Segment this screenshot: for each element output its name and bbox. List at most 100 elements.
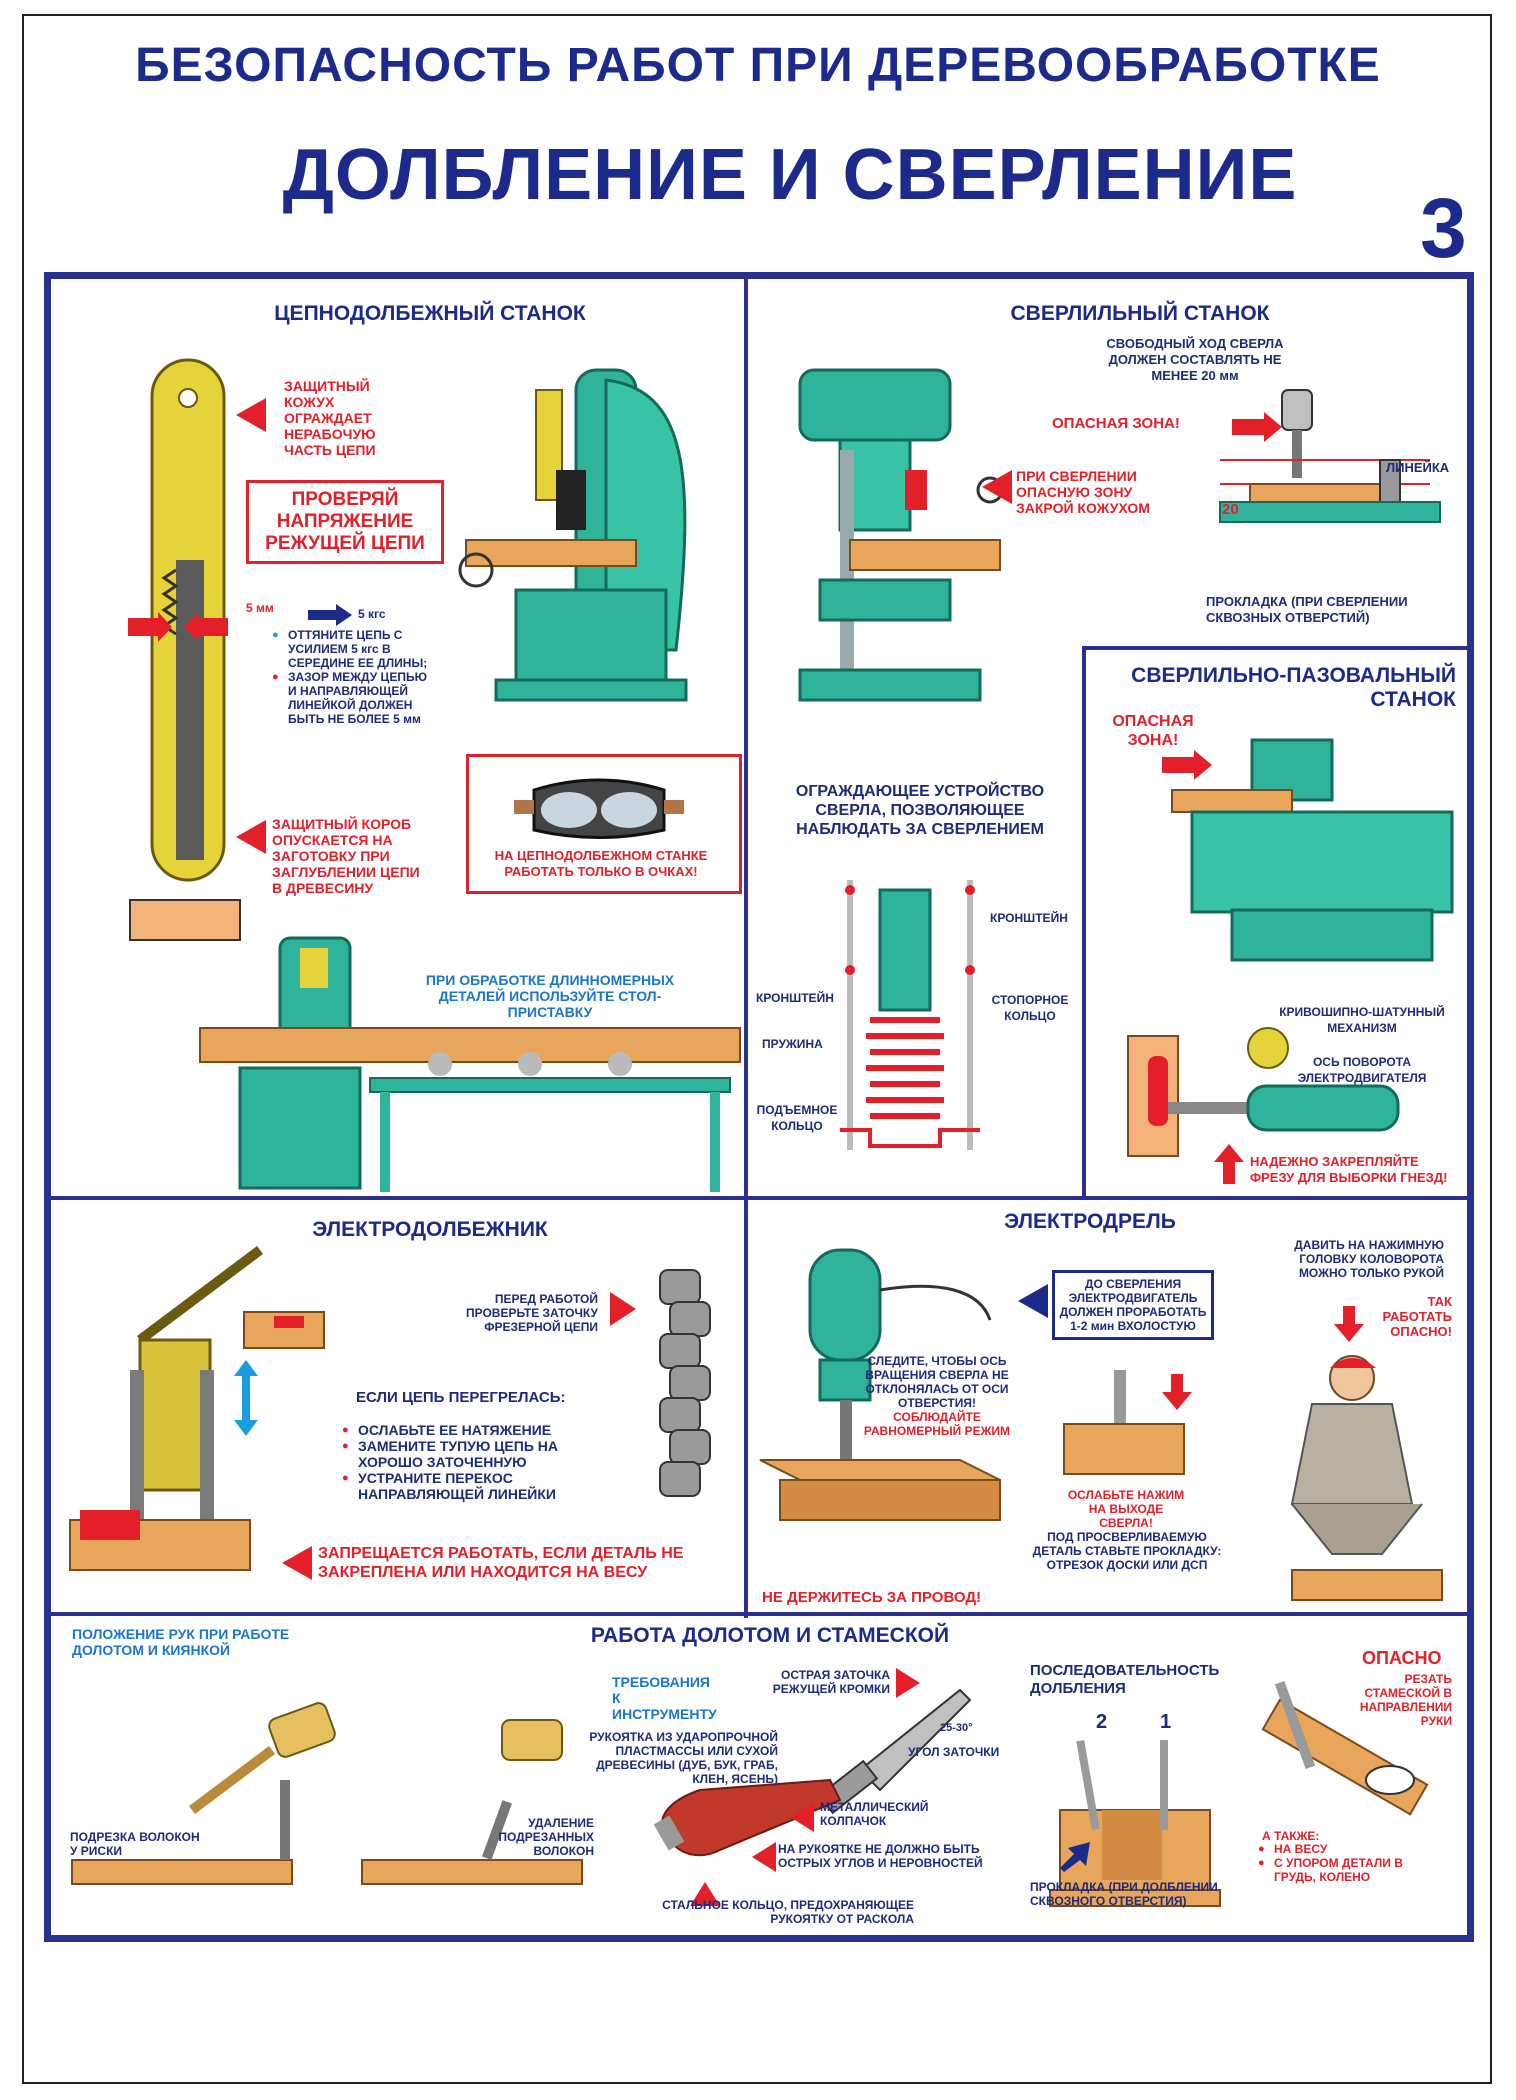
poster-title: БЕЗОПАСНОСТЬ РАБОТ ПРИ ДЕРЕВООБРАБОТКЕ — [135, 39, 1381, 92]
wood-block-icon — [243, 1311, 325, 1349]
drill-guard-illustration — [840, 880, 980, 1150]
kneeling-worker-illustration — [1290, 1355, 1443, 1601]
wire-note: НЕ ДЕРЖИТЕСЬ ЗА ПРОВОД! — [762, 1589, 982, 1606]
arrow-right-danger-1 — [1232, 412, 1282, 442]
handle-note: РУКОЯТКА ИЗ УДАРОПРОЧНОЙ ПЛАСТМАССЫ ИЛИ … — [589, 1730, 778, 1786]
slot-cutter-detail — [1127, 1027, 1400, 1157]
tip-2: ЗАЗОР МЕЖДУ ЦЕПЬЮ И НАПРАВЛЯЮЩЕЙ ЛИНЕЙКО… — [272, 670, 432, 726]
ease-note: ОСЛАБЬТЕ НАЖИМ НА ВЫХОДЕ СВЕРЛА! — [1067, 1488, 1185, 1530]
mortiser-with-table — [199, 936, 741, 1192]
also-item-1: НА ВЕСУ — [1258, 1842, 1428, 1856]
slot-drill-machine — [1171, 738, 1454, 962]
lift-ring-label: ПОДЪЕМНОЕ КОЛЬЦО — [756, 1103, 838, 1133]
divider-row2 — [50, 1612, 1468, 1616]
drill-press-heading: СВЕРЛИЛЬНЫЙ СТАНОК — [1010, 302, 1270, 325]
arrow-down-exit — [1162, 1374, 1192, 1410]
slot-drill-heading: СВЕРЛИЛЬНО-ПАЗОВАЛЬНЫЙ СТАНОК — [1131, 664, 1456, 711]
spring-label: ПРУЖИНА — [762, 1037, 823, 1051]
pad-note: ПРОКЛАДКА (ПРИ СВЕРЛЕНИИ СКВОЗНЫХ ОТВЕРС… — [1206, 594, 1408, 625]
step-1-label: 1 — [1160, 1711, 1172, 1733]
chain-guard-illustration — [129, 358, 241, 941]
bracket-left-label: КРОНШТЕЙН — [756, 991, 834, 1005]
also-list: НА ВЕСУ С УПОРОМ ДЕТАЛИ В ГРУДЬ, КОЛЕНО — [1258, 1842, 1428, 1884]
gap-20-label: 20 — [1222, 501, 1239, 518]
step-1: ОСЛАБЬТЕ ЕЕ НАТЯЖЕНИЕ — [342, 1422, 602, 1438]
step-2: ЗАМЕНИТЕ ТУПУЮ ЦЕПЬ НА ХОРОШО ЗАТОЧЕННУЮ — [342, 1438, 602, 1470]
divider-row1 — [50, 1196, 1468, 1200]
divider-slot-top — [1082, 646, 1468, 650]
poster-border — [22, 14, 1492, 2084]
chain-mortiser-machine — [458, 368, 688, 702]
cut-fibers-note: ПОДРЕЗКА ВОЛОКОН У РИСКИ — [70, 1830, 200, 1858]
arrow-up-fix — [1214, 1144, 1244, 1184]
angle-value: 25-30° — [940, 1722, 973, 1734]
drill-press-machine — [798, 368, 1004, 702]
guard-heading: ОГРАЖДАЮЩЕЕ УСТРОЙСТВО СВЕРЛА, ПОЗВОЛЯЮЩ… — [795, 783, 1045, 838]
stop-ring-label: СТОПОРНОЕ КОЛЬЦО — [991, 993, 1069, 1023]
danger-note: ТАК РАБОТАТЬ ОПАСНО! — [1382, 1294, 1452, 1339]
electric-drill-illustration — [759, 1248, 1001, 1521]
check-tension-box: ПРОВЕРЯЙ НАПРЯЖЕНИЕ РЕЖУЩЕЙ ЦЕПИ — [246, 480, 444, 564]
crank-label: КРИВОШИПНО-ШАТУННЫЙ МЕХАНИЗМ — [1279, 1005, 1445, 1035]
arrow-down-danger — [1334, 1306, 1364, 1342]
bracket-right-label: КРОНШТЕЙН — [990, 911, 1068, 925]
danger-text: РЕЗАТЬ СТАМЕСКОЙ В НАПРАВЛЕНИИ РУКИ — [1359, 1672, 1452, 1728]
requirements-note: ТРЕБОВАНИЯ К ИНСТРУМЕНТУ — [612, 1674, 717, 1722]
arrow-left-forbidden — [282, 1546, 312, 1580]
arrow-right-danger-2 — [1162, 750, 1212, 780]
press-note: ДАВИТЬ НА НАЖИМНУЮ ГОЛОВКУ КОЛОВОРОТА МО… — [1294, 1238, 1444, 1280]
unsafe-chisel-illustration — [1261, 1681, 1429, 1816]
arrow-left-ferrule — [790, 1802, 814, 1832]
stroke-note: СВОБОДНЫЙ ХОД СВЕРЛА ДОЛЖЕН СОСТАВЛЯТЬ Н… — [1106, 336, 1284, 383]
overheat-heading: ЕСЛИ ЦЕПЬ ПЕРЕГРЕЛАСЬ: — [356, 1389, 566, 1406]
poster-number: 3 — [1420, 181, 1467, 275]
arrow-right-edge — [896, 1668, 920, 1698]
gap-label: 5 мм — [246, 601, 274, 615]
arrow-up-ring — [690, 1882, 720, 1906]
mortise-sequence-illustration — [1049, 1739, 1221, 1907]
gap-arrows — [128, 612, 228, 642]
goggles-note: НА ЦЕПНОДОЛБЕЖНОМ СТАНКЕ РАБОТАТЬ ТОЛЬКО… — [494, 848, 708, 879]
also-heading: А ТАКЖЕ: — [1262, 1829, 1320, 1843]
step-2-label: 2 — [1096, 1711, 1108, 1733]
forbidden-note: ЗАПРЕЩАЕТСЯ РАБОТАТЬ, ЕСЛИ ДЕТАЛЬ НЕ ЗАК… — [318, 1545, 684, 1581]
electric-mortiser-heading: ЭЛЕКТРОДОЛБЕЖНИК — [312, 1218, 548, 1241]
axis-note: СЛЕДИТЕ, ЧТОБЫ ОСЬ ВРАЩЕНИЯ СВЕРЛА НЕ ОТ… — [865, 1354, 1009, 1410]
idle-note: ДО СВЕРЛЕНИЯ ЭЛЕКТРОДВИГАТЕЛЬ ДОЛЖЕН ПРО… — [1052, 1270, 1214, 1340]
arrow-left-smooth — [752, 1842, 776, 1872]
also-item-2: С УПОРОМ ДЕТАЛИ В ГРУДЬ, КОЛЕНО — [1258, 1856, 1428, 1884]
fix-note: НАДЕЖНО ЗАКРЕПЛЯЙТЕ ФРЕЗУ ДЛЯ ВЫБОРКИ ГН… — [1250, 1154, 1448, 1185]
board-note: ПОД ПРОСВЕРЛИВАЕМУЮ ДЕТАЛЬ СТАВЬТЕ ПРОКЛ… — [1032, 1530, 1222, 1572]
angle-note: УГОЛ ЗАТОЧКИ — [908, 1745, 1000, 1759]
guard-note: ЗАЩИТНЫЙ КОЖУХ ОГРАЖДАЕТ НЕРАБОЧУЮ ЧАСТЬ… — [284, 378, 376, 458]
even-mode-note: СОБЛЮДАЙТЕ РАВНОМЕРНЫЙ РЕЖИМ — [863, 1410, 1011, 1438]
overheat-steps: ОСЛАБЬТЕ ЕЕ НАТЯЖЕНИЕ ЗАМЕНИТЕ ТУПУЮ ЦЕП… — [342, 1422, 602, 1502]
axis-label: ОСЬ ПОВОРОТА ЭЛЕКТРОДВИГАТЕЛЯ — [1297, 1055, 1427, 1085]
danger-zone-1: ОПАСНАЯ ЗОНА! — [1052, 415, 1180, 432]
ruler-label: ЛИНЕЙКА — [1386, 460, 1450, 475]
danger-zone-2: ОПАСНАЯ ЗОНА! — [1112, 713, 1194, 749]
arrow-left-3 — [982, 470, 1012, 504]
arrow-left-1 — [236, 398, 266, 432]
divider-slot-left — [1082, 646, 1086, 1198]
arrow-left-2 — [236, 820, 266, 854]
danger-heading: ОПАСНО — [1362, 1648, 1442, 1668]
tip-1: ОТТЯНИТЕ ЦЕПЬ С УСИЛИЕМ 5 кгс В СЕРЕДИНЕ… — [272, 628, 432, 670]
force-label: 5 кгс — [358, 607, 386, 621]
drill-bit-detail — [1219, 389, 1441, 523]
step-3: УСТРАНИТЕ ПЕРЕКОС НАПРАВЛЯЮЩЕЙ ЛИНЕЙКИ — [342, 1470, 602, 1502]
chisel-heading: РАБОТА ДОЛОТОМ И СТАМЕСКОЙ — [590, 1624, 950, 1647]
arrow-right-chain — [610, 1292, 636, 1326]
poster-subtitle: ДОЛБЛЕНИЕ И СВЕРЛЕНИЕ — [282, 135, 1298, 215]
pad-mortise-note: ПРОКЛАДКА (ПРИ ДОЛБЛЕНИИ СКВОЗНОГО ОТВЕР… — [1030, 1880, 1218, 1908]
chain-mortiser-heading: ЦЕПНОДОЛБЕЖНЫЙ СТАНОК — [274, 302, 586, 325]
mallet-work-illustration — [71, 1702, 583, 1885]
divider-vertical — [744, 278, 748, 1618]
cover-note: ПРИ СВЕРЛЕНИИ ОПАСНУЮ ЗОНУ ЗАКРОЙ КОЖУХО… — [1016, 468, 1150, 516]
hands-heading: ПОЛОЖЕНИЕ РУК ПРИ РАБОТЕ ДОЛОТОМ И КИЯНК… — [72, 1626, 290, 1658]
force-arrow — [308, 604, 352, 626]
ferrule-note: МЕТАЛЛИЧЕСКИЙ КОЛПАЧОК — [820, 1800, 929, 1828]
ring-note: СТАЛЬНОЕ КОЛЬЦО, ПРЕДОХРАНЯЮЩЕЕ РУКОЯТКУ… — [662, 1898, 914, 1926]
sequence-heading: ПОСЛЕДОВАТЕЛЬНОСТЬ ДОЛБЛЕНИЯ — [1030, 1662, 1220, 1697]
goggles-note-box — [466, 754, 742, 894]
